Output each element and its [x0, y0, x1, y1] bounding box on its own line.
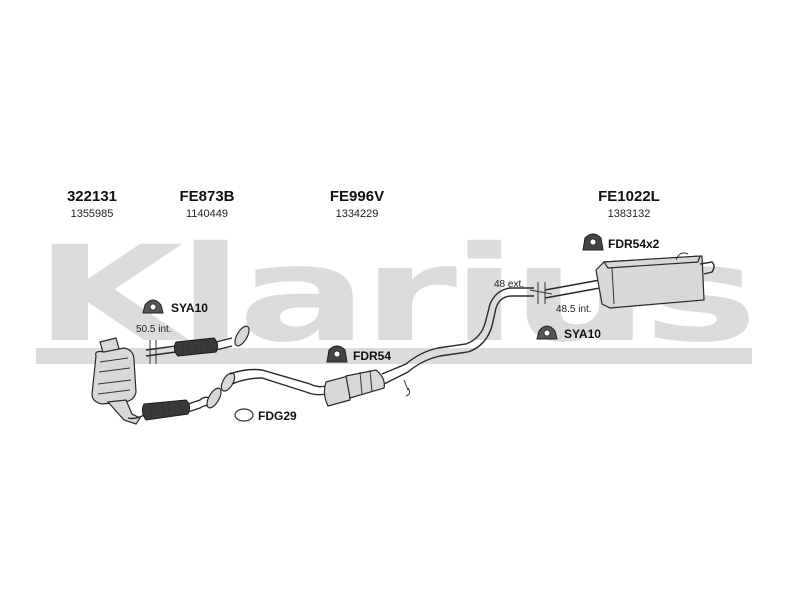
part-label-4[interactable]: FE1022L 1383132 — [598, 188, 660, 220]
part-number: 1140449 — [186, 208, 228, 220]
callout-sya10-rear: SYA10 — [564, 327, 601, 341]
catalytic-converter[interactable] — [91, 337, 141, 425]
centre-hanger[interactable]: FDR54 — [326, 345, 391, 363]
upper-flex-section[interactable] — [145, 324, 252, 364]
part-code: 322131 — [67, 188, 117, 205]
rear-silencer[interactable] — [529, 252, 715, 309]
part-label-1[interactable]: 322131 1355985 — [67, 188, 117, 220]
part-label-2[interactable]: FE873B 1140449 — [179, 188, 234, 220]
clamp-icon — [142, 299, 164, 314]
part-number: 1383132 — [608, 208, 651, 220]
centre-section[interactable] — [219, 287, 534, 407]
part-number: 1355985 — [71, 208, 114, 220]
dimension-rear-ext: 48 ext. — [494, 279, 524, 290]
dimension-rear-int: 48.5 int. — [556, 304, 592, 315]
gasket[interactable]: FDG29 — [234, 408, 297, 423]
front-flex-pipe[interactable] — [127, 386, 224, 421]
part-number: 1334229 — [336, 208, 379, 220]
gasket-icon — [234, 408, 254, 422]
part-label-3[interactable]: FE996V 1334229 — [330, 188, 384, 220]
part-code: FE996V — [330, 188, 384, 205]
callout-fdr54: FDR54 — [353, 349, 391, 363]
clamp-icon — [536, 325, 558, 340]
front-clamp[interactable]: SYA10 — [142, 299, 208, 315]
rear-hanger[interactable]: FDR54x2 — [582, 233, 660, 251]
part-code: FE1022L — [598, 188, 660, 205]
callout-sya10-front: SYA10 — [171, 301, 208, 315]
dimension-front-int: 50.5 int. — [136, 324, 172, 335]
callout-fdg29: FDG29 — [258, 409, 297, 423]
rubber-hanger-icon — [582, 233, 604, 251]
callout-fdr54x2: FDR54x2 — [608, 237, 660, 251]
part-code: FE873B — [179, 188, 234, 205]
rubber-hanger-icon — [326, 345, 348, 363]
rear-clamp[interactable]: SYA10 — [536, 325, 601, 341]
